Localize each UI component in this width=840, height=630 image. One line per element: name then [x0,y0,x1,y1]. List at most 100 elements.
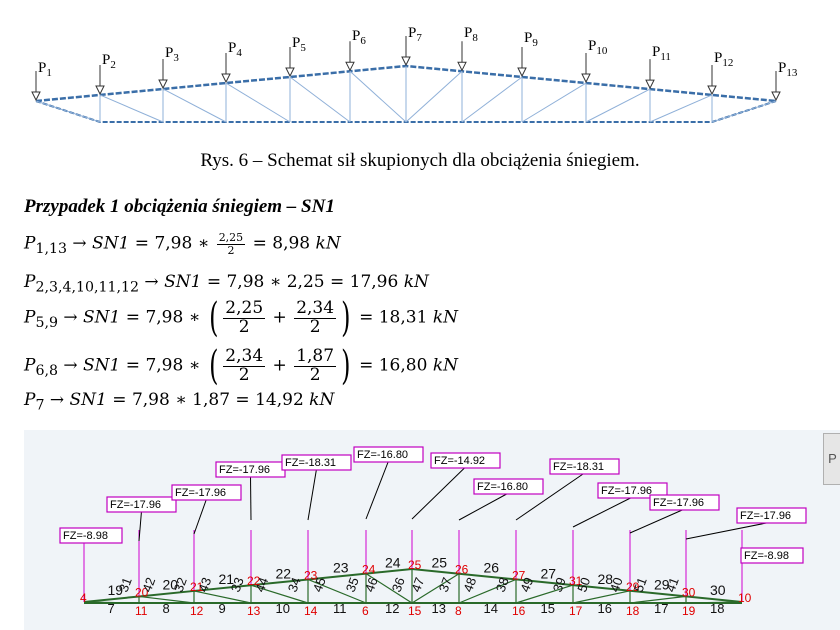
diagonal-bar-number: 38 [493,575,512,594]
bottom-node-number: 11 [135,604,148,618]
load-arrow-head [517,67,527,78]
load-arrow-head [457,61,467,72]
bottom-bar-number: 15 [541,601,555,616]
diagonal-bar-number: 32 [171,575,190,594]
top-node-number: 21 [190,580,204,594]
diagonal-bar [685,601,743,604]
top-node-number: 23 [304,568,318,582]
diagonal-bar-number: 39 [550,575,569,594]
top-bar-number: 27 [541,565,557,581]
bottom-bar-number: 14 [484,601,498,616]
top-bar-number: 19 [108,582,124,598]
fz-label: FZ=-16.80 [357,449,408,461]
top-node-number: 25 [408,558,422,572]
load-arrow-head [401,56,411,67]
fz-label-box [649,494,720,511]
bottom-node-number: 17 [569,604,583,618]
truss-diagonal [35,100,101,123]
diagonal-bar [515,584,574,604]
truss-diagonal [162,88,227,123]
diagonal-bar-number: 35 [343,575,362,594]
top-bar-number: 25 [432,554,448,570]
top-bar-number: 26 [484,560,500,576]
diagonal-bar-number: 33 [228,575,247,594]
diagonal-bar [307,578,367,604]
bottom-node-number: 8 [455,604,462,618]
fz-label: FZ=-17.96 [601,485,652,497]
top-node-number: 27 [512,568,526,582]
case-heading: Przypadek 1 obciążenia śniegiem – SN1 [24,196,335,217]
load-label: P6 [352,28,366,47]
diagonal-bar [193,590,252,604]
bottom-node-number: 6 [362,604,369,618]
load-arrow-head [221,73,231,84]
fz-label: FZ=-17.96 [653,497,704,509]
model-svg: FZ=-8.98FZ=-17.96FZ=-17.96FZ=-17.96FZ=-1… [59,446,807,618]
load-label: P12 [714,50,733,69]
load-arrow-head [158,79,168,90]
fz-leader [411,466,466,520]
fz-leader [193,498,207,535]
diagonal-bar-number: 45 [310,575,329,594]
bottom-node-number: 18 [626,604,640,618]
fz-label: FZ=-18.31 [553,461,604,473]
fz-label: FZ=-17.96 [110,499,161,511]
truss-diagonal [585,88,651,123]
bottom-bar-number: 13 [432,601,446,616]
truss-diagonal [649,94,713,123]
fz-label: FZ=-14.92 [434,455,485,467]
truss-diagonal [99,94,164,123]
load-arrow-head [771,91,781,102]
diagonal-bar [572,590,631,604]
bottom-node-number: 14 [304,604,318,618]
top-bar-number: 28 [598,571,614,587]
diagonal-bar-number: 47 [408,575,427,594]
diagonal-bar-number: 49 [517,575,536,594]
bottom-bar-number: 12 [385,601,399,616]
load-label: P1 [38,60,52,79]
diagonal-bar-number: 37 [436,575,455,594]
fz-label-box [740,547,804,564]
load-label: P5 [292,35,306,54]
diagonal-bar [629,595,687,604]
fz-leader [629,508,685,534]
bottom-node-number: 16 [512,604,526,618]
diagonal-bar [365,573,413,604]
bottom-bar-number: 10 [276,601,290,616]
top-bar-number: 21 [219,571,235,587]
load-label: P4 [228,40,242,59]
fz-leader [138,510,142,542]
load-label: P11 [652,44,671,63]
top-bar-number: 29 [654,577,670,593]
load-label: P2 [102,52,116,71]
fz-leader [458,492,509,521]
fz-label-box [549,458,620,475]
fz-label-box [281,454,352,471]
top-bar-number: 30 [710,582,726,598]
load-arrow-head [345,61,355,72]
bottom-bar-number: 18 [710,601,724,616]
bottom-bar-number: 7 [108,601,115,616]
fz-label-box [59,527,123,544]
side-panel-tab[interactable]: P [823,433,840,485]
load-label: P7 [408,25,422,44]
diagonal-bar-number: 43 [195,575,214,594]
load-label: P10 [588,38,608,57]
diagonal-bar-number: 50 [574,575,593,594]
load-arrow-head [707,85,717,96]
top-node-number: 30 [682,585,696,599]
fz-label-box [430,452,501,469]
diagonal-bar-number: 31 [116,575,135,594]
bottom-node-number: 19 [682,604,696,618]
fz-leader [515,472,585,521]
top-bar-number: 23 [333,560,349,576]
diagonal-bar [138,595,195,604]
diagonal-bar-number: 42 [139,575,158,594]
equation-p7: P7 → SN1 = 7,98 ∗ 1,87 = 14,92 kN [24,390,335,414]
load-arrow-head [95,85,105,96]
